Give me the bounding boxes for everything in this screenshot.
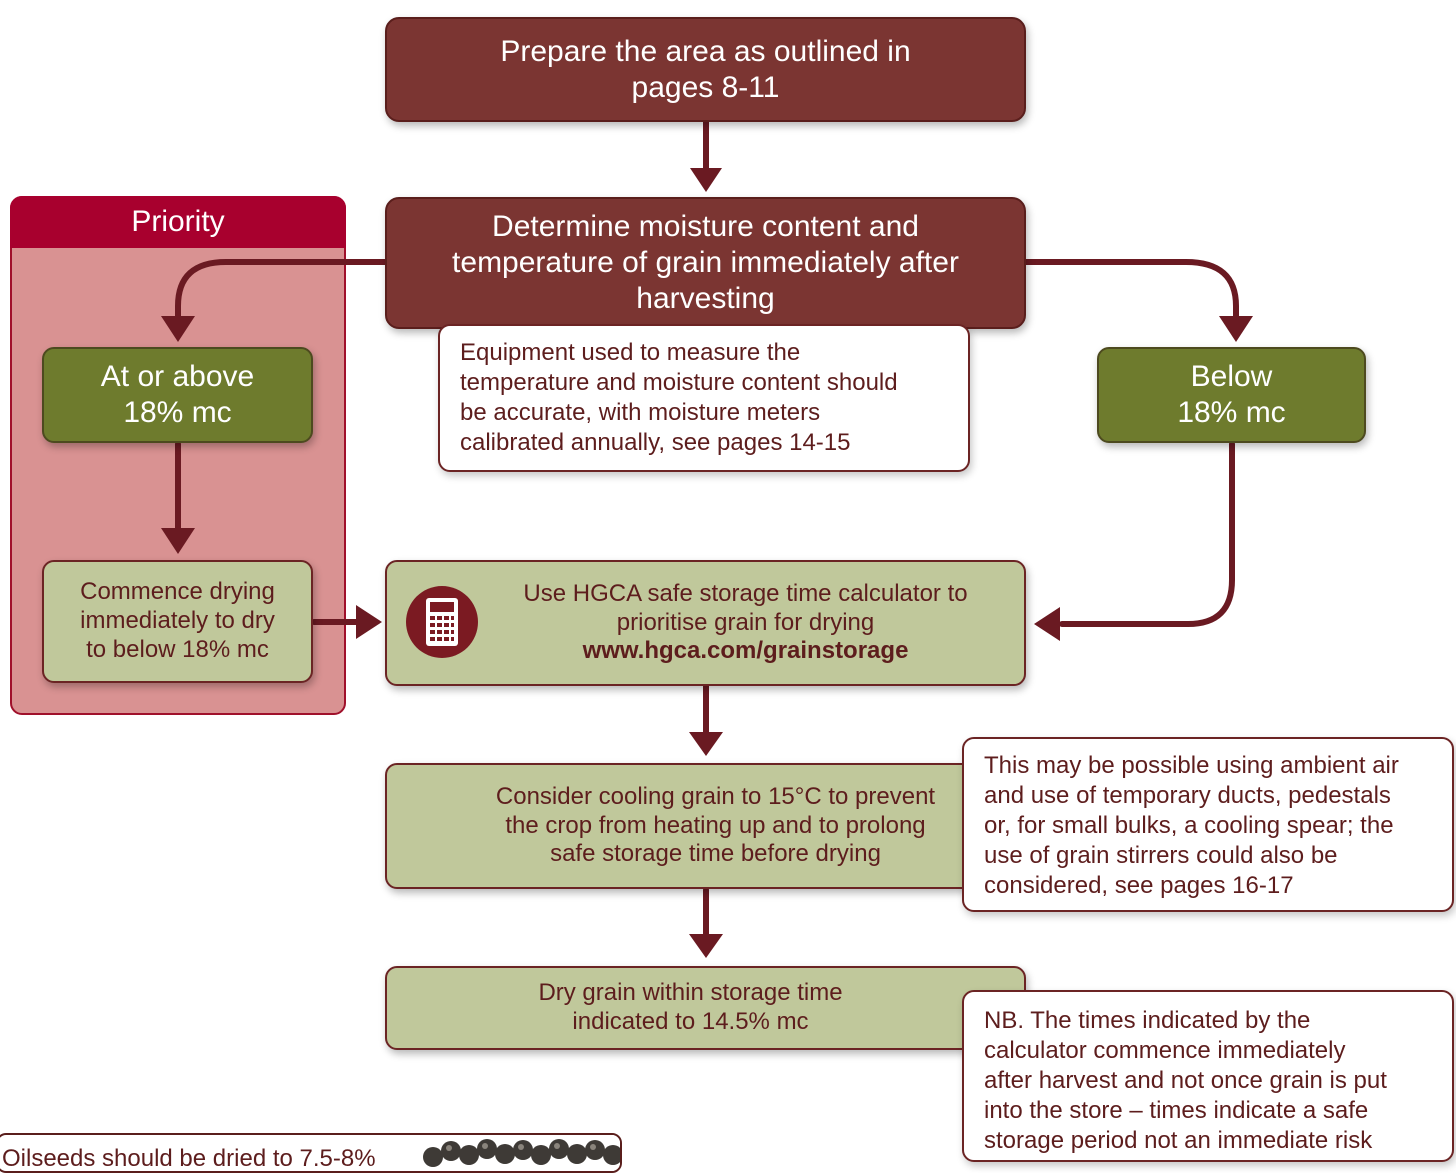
- cooling-methods-note: This may be possible using ambient air a…: [962, 737, 1454, 912]
- cooling-note-line-3: or, for small bulks, a cooling spear; th…: [984, 812, 1394, 839]
- nb-line-2: calculator commence immediately: [984, 1037, 1346, 1064]
- oilseed-box: Oilseeds should be dried to 7.5-8%: [0, 1133, 622, 1173]
- cooling-note-line-2: and use of temporary ducts, pedestals: [984, 782, 1391, 809]
- prepare-line-2: pages 8-11: [631, 70, 780, 104]
- cooling-line-2: the crop from heating up and to prolong: [505, 811, 926, 839]
- commence-line-2: immediately to dry: [80, 607, 275, 635]
- below-line-2: 18% mc: [1177, 396, 1286, 429]
- step-commence-drying: Commence drying immediately to dry to be…: [42, 560, 313, 683]
- connector-determine-to-below: [1023, 259, 1239, 321]
- priority-tab: Priority: [10, 196, 346, 248]
- arrowhead-to-cooling: [689, 732, 723, 756]
- at-or-above-line-1: At or above: [100, 360, 255, 393]
- connector-below-to-calculator: [1059, 441, 1235, 627]
- determine-line-2: temperature of grain immediately after: [452, 246, 959, 279]
- equipment-line-4: calibrated annually, see pages 14-15: [460, 429, 851, 456]
- dry-grain-line-1: Dry grain within storage time: [538, 979, 843, 1007]
- nb-line-5: storage period not an immediate risk: [984, 1127, 1373, 1154]
- arrowhead-to-below: [1219, 316, 1253, 342]
- arrowhead-to-commence: [161, 528, 195, 554]
- connector-determine-to-above: [175, 259, 389, 321]
- priority-title: Priority: [131, 205, 225, 238]
- calculator-line-1: Use HGCA safe storage time calculator to: [523, 579, 968, 607]
- branch-below: Below 18% mc: [1097, 347, 1366, 443]
- nb-line-3: after harvest and not once grain is put: [984, 1067, 1387, 1094]
- cooling-note-line-1: This may be possible using ambient air: [984, 752, 1399, 779]
- below-line-1: Below: [1190, 360, 1273, 393]
- step-dry-grain: Dry grain within storage time indicated …: [385, 966, 1026, 1050]
- nb-line-1: NB. The times indicated by the: [984, 1007, 1311, 1034]
- equipment-line-2: temperature and moisture content should: [460, 369, 898, 396]
- oilseed-text: Oilseeds should be dried to 7.5-8%: [2, 1145, 376, 1172]
- commence-line-1: Commence drying: [80, 578, 275, 606]
- step-determine-moisture: Determine moisture content and temperatu…: [385, 197, 1026, 329]
- nb-line-4: into the store – times indicate a safe: [984, 1097, 1369, 1124]
- arrowhead-to-calculator-left: [356, 605, 382, 639]
- step-consider-cooling: Consider cooling grain to 15°C to preven…: [385, 763, 1026, 889]
- cooling-line-3: safe storage time before drying: [550, 840, 881, 868]
- calculator-icon: [406, 586, 478, 658]
- nb-note: NB. The times indicated by the calculato…: [962, 990, 1454, 1162]
- commence-line-3: to below 18% mc: [86, 635, 269, 663]
- step-hgca-calculator: Use HGCA safe storage time calculator to…: [385, 560, 1026, 686]
- dry-grain-line-2: indicated to 14.5% mc: [572, 1008, 809, 1035]
- equipment-line-1: Equipment used to measure the: [460, 339, 801, 366]
- arrowhead-to-above: [161, 316, 195, 342]
- cooling-note-line-5: considered, see pages 16-17: [984, 872, 1294, 899]
- arrowhead-prepare-to-determine: [690, 168, 722, 192]
- calculator-url-link[interactable]: www.hgca.com/grainstorage: [582, 637, 909, 665]
- arrowhead-to-dry: [689, 934, 723, 958]
- equipment-line-3: be accurate, with moisture meters: [460, 399, 821, 426]
- step-prepare-area: Prepare the area as outlined in pages 8-…: [385, 17, 1026, 122]
- branch-at-or-above: At or above 18% mc: [42, 347, 313, 443]
- oilseed-image: [393, 1135, 620, 1171]
- equipment-note: Equipment used to measure the temperatur…: [438, 324, 970, 472]
- cooling-line-1: Consider cooling grain to 15°C to preven…: [495, 782, 936, 810]
- at-or-above-line-2: 18% mc: [123, 396, 232, 429]
- calculator-line-2: prioritise grain for drying: [616, 608, 875, 636]
- determine-line-1: Determine moisture content and: [492, 210, 919, 243]
- prepare-line-1: Prepare the area as outlined in: [500, 34, 911, 68]
- arrowhead-to-calculator-right: [1034, 607, 1060, 641]
- determine-line-3: harvesting: [636, 282, 775, 315]
- cooling-note-line-4: use of grain stirrers could also be: [984, 842, 1338, 869]
